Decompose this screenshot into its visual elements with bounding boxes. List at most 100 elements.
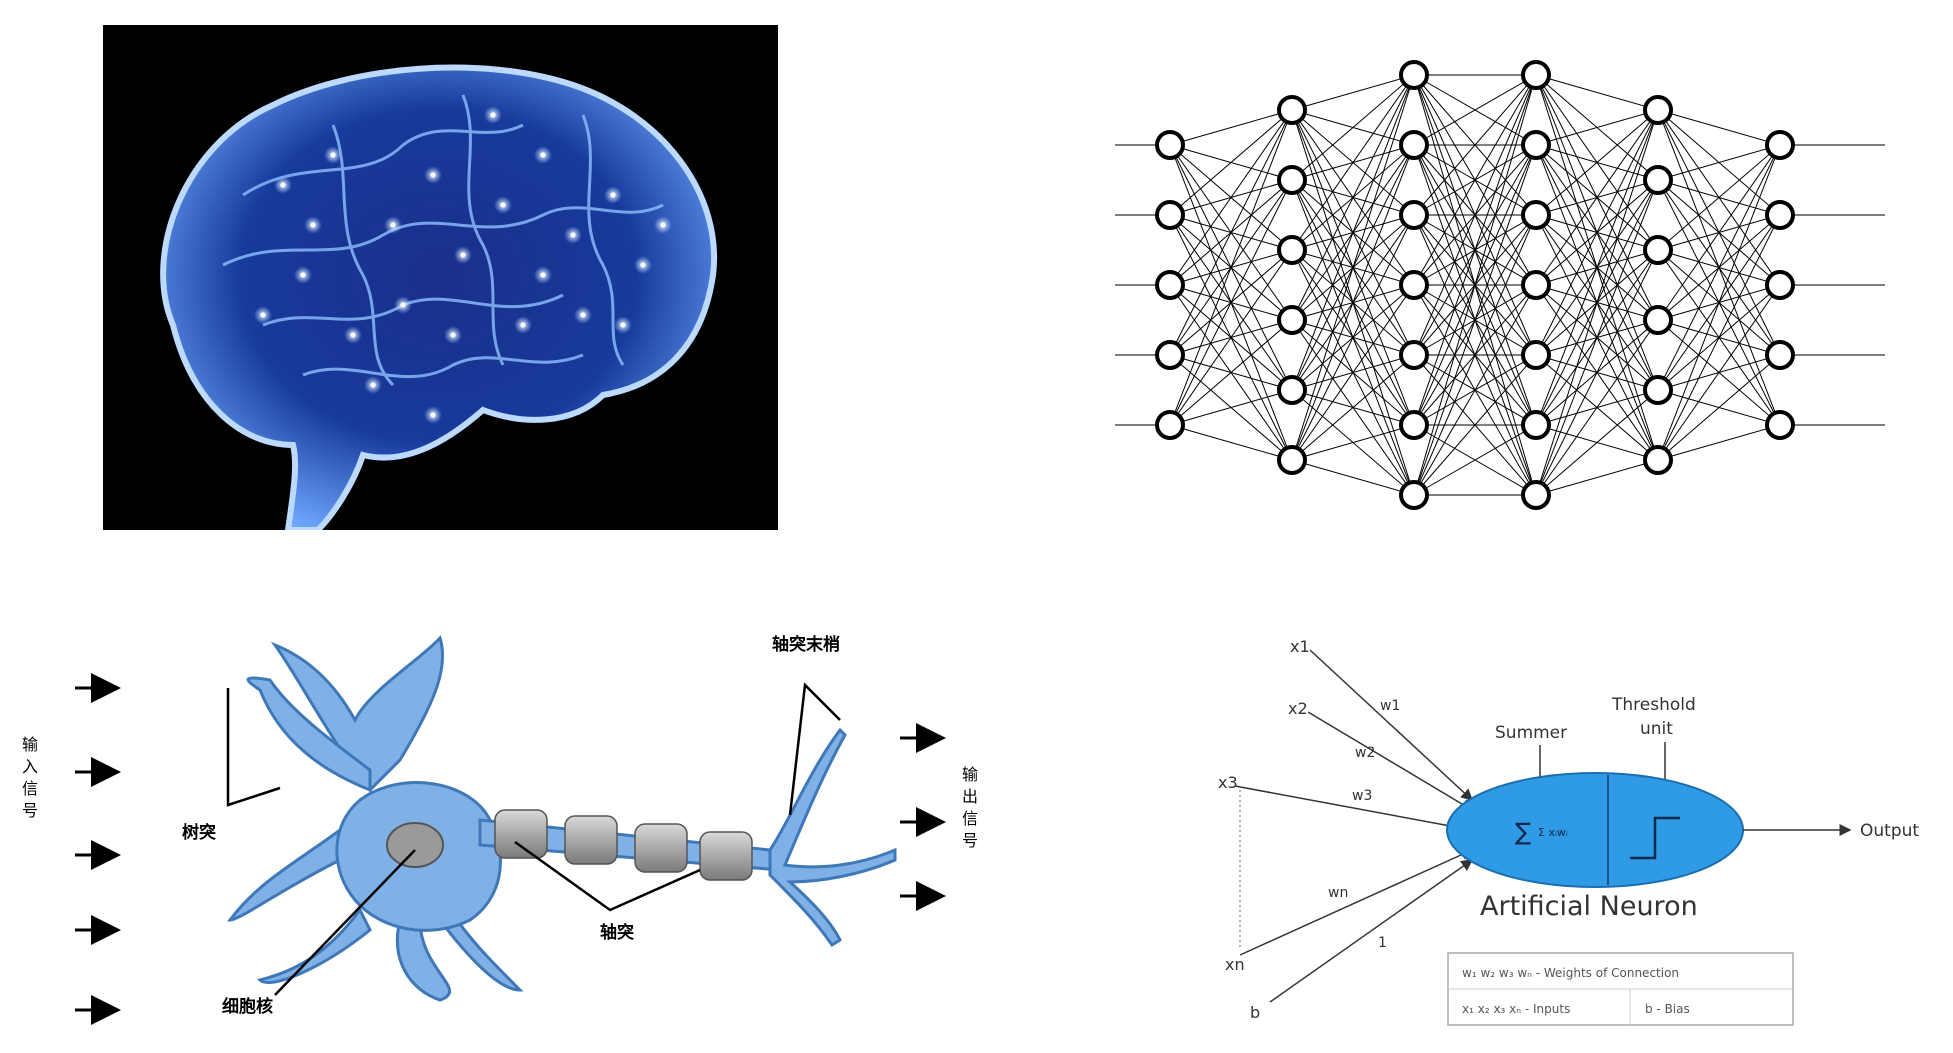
network-node (1277, 445, 1307, 475)
network-edge (1657, 144, 1781, 181)
network-edge (1657, 144, 1781, 391)
network-node (1521, 410, 1551, 440)
brain-fold (222, 203, 664, 267)
network-edge (1169, 389, 1293, 426)
summation-expression: Σ xᵢwᵢ (1538, 826, 1568, 839)
neuron-spark-core (580, 312, 586, 318)
neuron-svg: 输入信号 输出信号 树突 细胞核 (22, 634, 978, 1025)
network-edge (1291, 74, 1415, 461)
network-edge (1169, 109, 1293, 286)
network-edge (1413, 74, 1537, 496)
weight-bias-label: 1 (1378, 935, 1387, 951)
network-node (1399, 200, 1429, 230)
network-edge (1169, 319, 1293, 426)
brain-folds (222, 94, 664, 387)
network-edge (1535, 109, 1659, 426)
neuron-spark-core (610, 192, 616, 198)
network-edges (1169, 74, 1781, 496)
network-edge (1413, 74, 1537, 426)
network-edge (1413, 74, 1537, 216)
neuron-spark-core (520, 322, 526, 328)
step-function (1630, 816, 1680, 860)
neuron-spark-core (490, 112, 496, 118)
connection-xn (1239, 848, 1474, 956)
axon-leader (514, 840, 701, 912)
network-edge (1291, 354, 1415, 461)
myelin-sheaths (494, 809, 753, 881)
neuron-spark-core (260, 312, 266, 318)
network-node (1643, 305, 1673, 335)
neuron-spark-core (620, 322, 626, 328)
weight-w1-label: w1 (1380, 698, 1400, 714)
artificial-neuron-diagram: x1 x2 x3 xn b w1 w2 w3 wn 1 Summer Thres… (1200, 630, 1953, 1040)
neuron-spark-core (310, 222, 316, 228)
input-x2-label: x2 (1288, 699, 1308, 718)
network-edge (1657, 284, 1781, 461)
network-edge (1169, 109, 1293, 216)
network-node (1521, 340, 1551, 370)
network-node (1399, 340, 1429, 370)
myelin-sheath (494, 809, 548, 859)
neuron-spark-core (500, 202, 506, 208)
network-edge (1413, 284, 1537, 496)
network-svg (1115, 60, 1885, 510)
terminal-leader (788, 682, 841, 816)
legend-weights: w₁ w₂ w₃ wₙ - Weights of Connection (1462, 966, 1679, 980)
network-node (1521, 480, 1551, 510)
network-edge (1413, 354, 1537, 496)
leader-lines (226, 682, 841, 996)
network-edge (1291, 284, 1415, 461)
neuron-spark-core (540, 272, 546, 278)
dendrite (438, 907, 524, 992)
network-edge (1169, 109, 1293, 426)
dendrite (257, 907, 372, 985)
network-node (1643, 165, 1673, 195)
neuron-spark-core (640, 262, 646, 268)
network-node (1155, 410, 1185, 440)
network-node (1399, 270, 1429, 300)
network-node (1277, 235, 1307, 265)
brain-fold (331, 124, 395, 387)
neuron-spark-core (350, 332, 356, 338)
network-edge (1413, 74, 1537, 286)
neuron-spark-core (330, 152, 336, 158)
neuron-spark-core (450, 332, 456, 338)
network-edge (1413, 74, 1537, 356)
nucleus (386, 822, 444, 868)
network-edge (1291, 74, 1415, 111)
network-nodes (1155, 60, 1795, 510)
network-node (1765, 410, 1795, 440)
neuron-spark-core (400, 302, 406, 308)
network-edge (1413, 214, 1537, 496)
network-node (1399, 60, 1429, 90)
network-edge (1535, 109, 1659, 496)
network-node (1765, 340, 1795, 370)
connection-x2 (1307, 711, 1474, 811)
network-edge (1291, 74, 1415, 181)
neuron-ellipse (1446, 772, 1744, 888)
brain-fold (242, 123, 524, 197)
axon-terminal (768, 727, 897, 948)
myelin-sheath (634, 823, 688, 873)
network-edge (1291, 459, 1415, 496)
network-edge (1169, 249, 1293, 426)
input-xn-label: xn (1225, 955, 1245, 974)
network-edge (1535, 459, 1659, 496)
network-node (1155, 270, 1185, 300)
neural-network-diagram (1115, 55, 1885, 525)
summer-label: Summer (1495, 723, 1567, 743)
network-edge (1291, 424, 1415, 461)
threshold-label: Threshold (1611, 695, 1696, 715)
network-node (1277, 375, 1307, 405)
network-node (1155, 200, 1185, 230)
legend-bias: b - Bias (1645, 1002, 1690, 1016)
neuron-spark-core (460, 252, 466, 258)
biological-neuron-diagram: 输入信号 输出信号 树突 细胞核 (0, 620, 1000, 1040)
dendrite-label: 树突 (182, 822, 216, 843)
network-edge (1169, 109, 1293, 146)
network-edge (1535, 389, 1659, 496)
dendrite (246, 676, 372, 793)
neuron-spark-core (370, 382, 376, 388)
network-edge (1291, 74, 1415, 321)
dendrite (226, 827, 342, 922)
